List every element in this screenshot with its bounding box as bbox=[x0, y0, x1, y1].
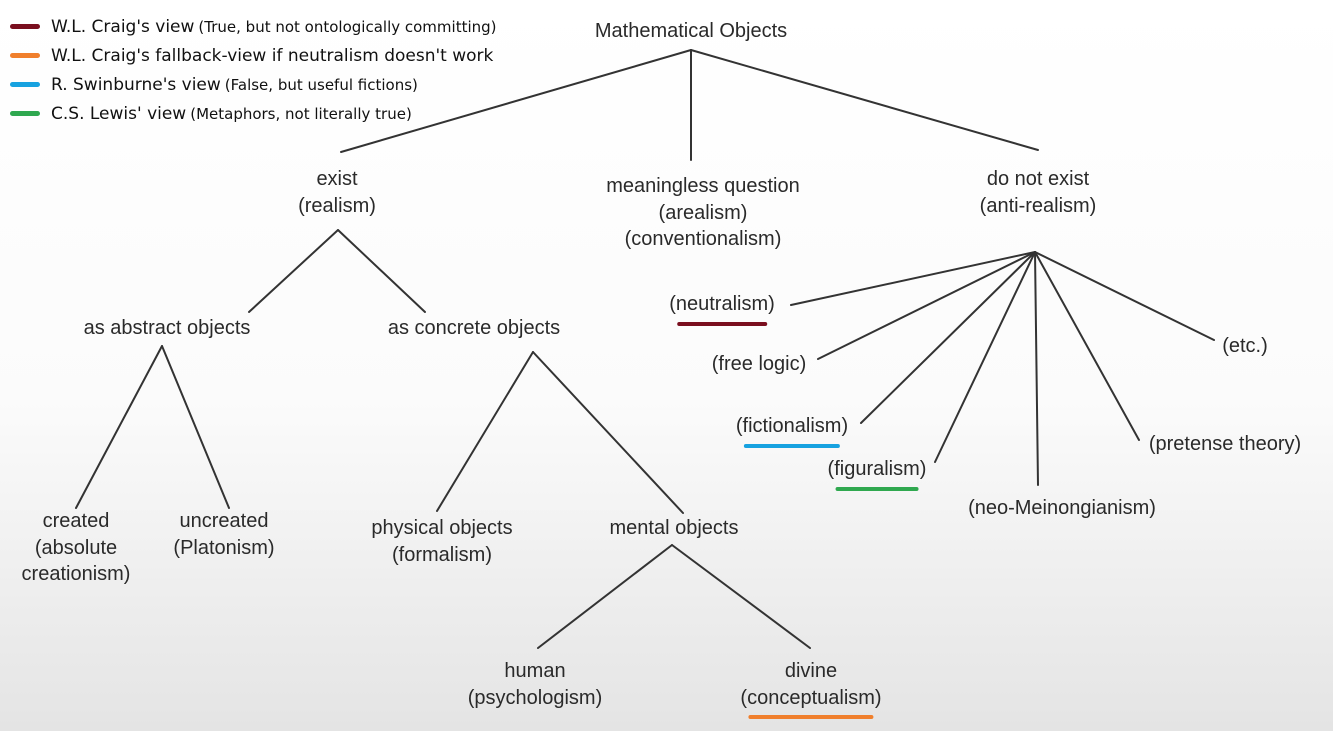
edge-antirealism-to-neo-meinong bbox=[1034, 251, 1039, 486]
edge-exist-to-concrete bbox=[337, 229, 426, 313]
node-concrete-label: as concrete objects bbox=[387, 317, 561, 339]
legend-note-lewis: (Metaphors, not literally true) bbox=[190, 104, 412, 123]
legend-name-craig: W.L. Craig's view bbox=[51, 16, 195, 37]
edge-concrete-to-physical bbox=[436, 351, 534, 512]
legend-name-lewis: C.S. Lewis' view bbox=[51, 103, 187, 124]
edge-root-to-exist bbox=[340, 49, 692, 153]
node-divine: divine (conceptualism) bbox=[740, 658, 882, 719]
legend-swatch-craig-fallback bbox=[10, 53, 40, 58]
edge-antirealism-to-figuralism bbox=[934, 251, 1036, 463]
node-figuralism: (figuralism) bbox=[828, 456, 926, 490]
node-root: Mathematical Objects bbox=[595, 18, 787, 45]
node-meaningless-line1: meaningless question bbox=[606, 175, 800, 197]
node-created-line2: (absolute bbox=[34, 536, 118, 559]
node-human: human (psychologism) bbox=[468, 658, 602, 711]
legend-item-craig-fallback: W.L. Craig's fallback-view if neutralism… bbox=[10, 41, 497, 70]
edge-mental-to-human bbox=[537, 544, 673, 649]
legend-item-lewis: C.S. Lewis' view (Metaphors, not literal… bbox=[10, 99, 497, 128]
node-physical-line2: (formalism) bbox=[392, 543, 492, 566]
legend-item-craig: W.L. Craig's view (True, but not ontolog… bbox=[10, 12, 497, 41]
node-mental: mental objects bbox=[610, 515, 739, 542]
node-pretense: (pretense theory) bbox=[1149, 431, 1301, 458]
legend: W.L. Craig's view (True, but not ontolog… bbox=[10, 12, 497, 128]
node-abstract-label: as abstract objects bbox=[83, 317, 251, 339]
edge-mental-to-divine bbox=[671, 544, 811, 649]
legend-name-swinburne: R. Swinburne's view bbox=[51, 74, 221, 95]
node-free-logic: (free logic) bbox=[712, 351, 806, 378]
node-concrete: as concrete objects bbox=[388, 315, 560, 342]
node-created: created (absolute creationism) bbox=[22, 508, 131, 588]
node-not-exist-line1: do not exist bbox=[986, 168, 1090, 190]
node-physical: physical objects (formalism) bbox=[371, 515, 512, 568]
node-exist: exist (realism) bbox=[298, 166, 376, 219]
node-neo-meinong-label: (neo-Meinongianism) bbox=[968, 497, 1156, 519]
legend-name-craig-fallback: W.L. Craig's fallback-view if neutralism… bbox=[51, 45, 494, 66]
neutralism-marked: (neutralism) bbox=[669, 291, 775, 325]
edge-abstract-to-created bbox=[75, 345, 163, 509]
node-root-label: Mathematical Objects bbox=[594, 20, 788, 42]
node-not-exist-line2: (anti-realism) bbox=[979, 194, 1097, 217]
node-human-line1: human bbox=[504, 660, 566, 682]
node-uncreated-line2: (Platonism) bbox=[173, 536, 275, 559]
node-human-line2: (psychologism) bbox=[467, 686, 603, 709]
node-etc-label: (etc.) bbox=[1222, 335, 1268, 357]
node-mental-label: mental objects bbox=[609, 517, 739, 539]
edge-root-to-not-exist bbox=[690, 49, 1039, 151]
conceptualism-marked: (conceptualism) bbox=[740, 685, 882, 719]
node-created-line1: created bbox=[42, 510, 110, 532]
node-divine-line1: divine bbox=[784, 660, 838, 682]
legend-swatch-lewis bbox=[10, 111, 40, 116]
node-fictionalism: (fictionalism) bbox=[736, 413, 848, 447]
legend-swatch-swinburne bbox=[10, 82, 40, 87]
node-divine-line2: (conceptualism) bbox=[740, 685, 882, 719]
node-uncreated: uncreated (Platonism) bbox=[173, 508, 274, 561]
node-etc: (etc.) bbox=[1222, 333, 1268, 360]
node-created-line3: creationism) bbox=[21, 563, 131, 585]
edge-antirealism-to-free-logic bbox=[817, 251, 1036, 360]
edge-antirealism-to-fictionalism bbox=[860, 251, 1036, 424]
legend-swatch-craig bbox=[10, 24, 40, 29]
node-neo-meinong: (neo-Meinongianism) bbox=[968, 495, 1156, 522]
node-pretense-label: (pretense theory) bbox=[1148, 433, 1302, 455]
node-exist-line2: (realism) bbox=[298, 194, 376, 217]
node-physical-line1: physical objects bbox=[371, 517, 513, 539]
edge-antirealism-to-pretense bbox=[1034, 251, 1140, 441]
node-uncreated-line1: uncreated bbox=[179, 510, 269, 532]
node-not-exist: do not exist (anti-realism) bbox=[980, 166, 1097, 219]
edge-antirealism-to-etc bbox=[1034, 251, 1215, 341]
node-meaningless: meaningless question (arealism) (convent… bbox=[606, 173, 799, 253]
node-free-logic-label: (free logic) bbox=[711, 353, 807, 375]
edge-abstract-to-uncreated bbox=[161, 345, 230, 509]
fictionalism-marked: (fictionalism) bbox=[736, 413, 848, 447]
legend-note-craig: (True, but not ontologically committing) bbox=[198, 17, 497, 36]
legend-item-swinburne: R. Swinburne's view (False, but useful f… bbox=[10, 70, 497, 99]
node-abstract: as abstract objects bbox=[84, 315, 251, 342]
node-neutralism: (neutralism) bbox=[669, 291, 775, 325]
edge-antirealism-to-neutralism bbox=[790, 251, 1036, 306]
legend-note-swinburne: (False, but useful fictions) bbox=[224, 75, 418, 94]
node-meaningless-line2: (arealism) bbox=[658, 201, 748, 224]
edge-concrete-to-mental bbox=[532, 351, 684, 514]
edge-exist-to-abstract bbox=[248, 229, 339, 313]
node-meaningless-line3: (conventionalism) bbox=[624, 228, 782, 250]
figuralism-marked: (figuralism) bbox=[828, 456, 926, 490]
node-exist-line1: exist bbox=[316, 168, 358, 190]
